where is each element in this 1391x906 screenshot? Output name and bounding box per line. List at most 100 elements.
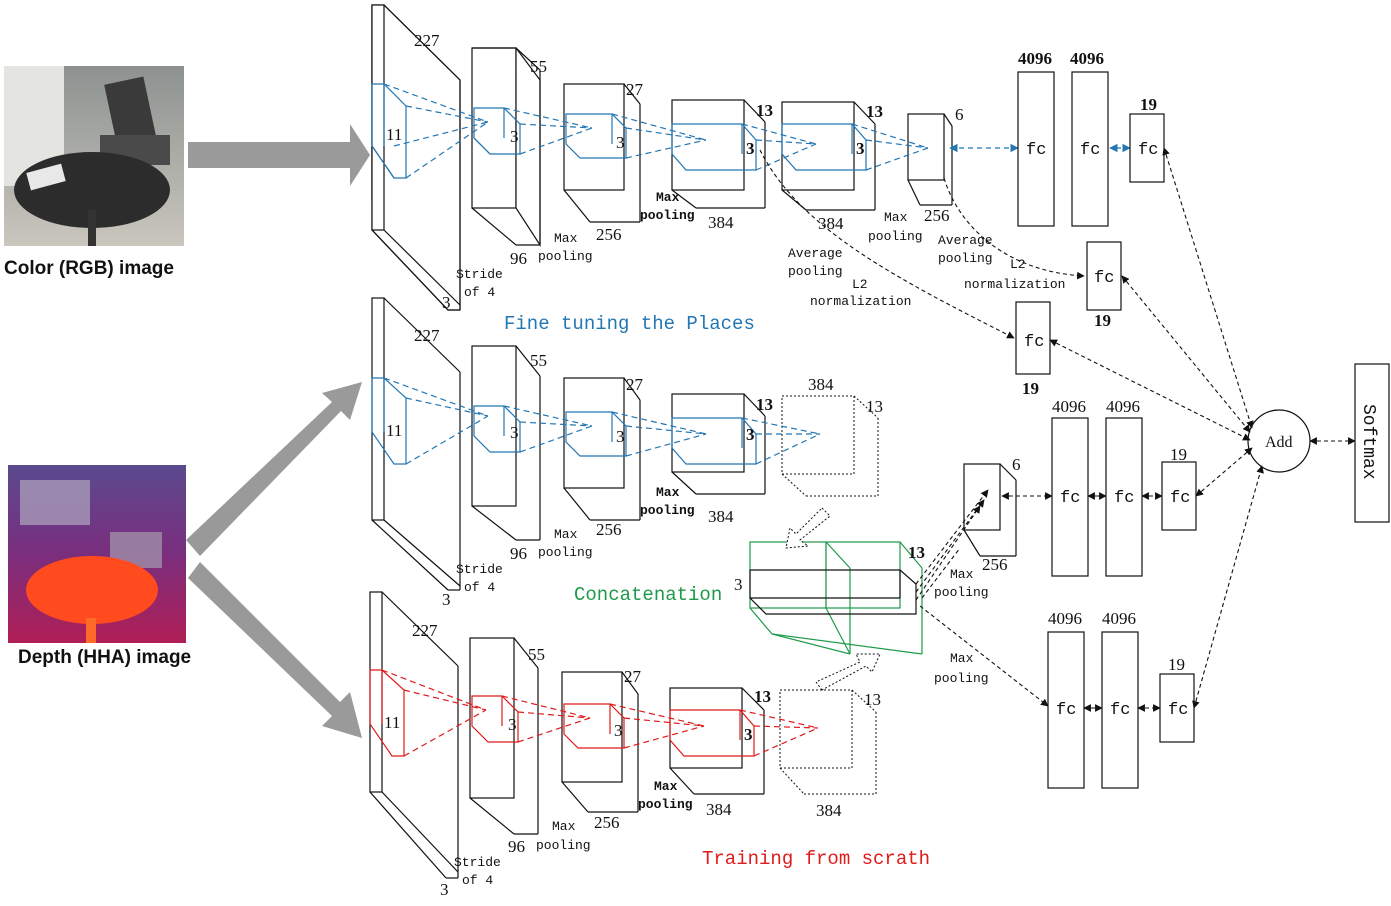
s-fc1: fc	[1056, 701, 1076, 720]
concat-pool-2: pooling	[934, 671, 989, 686]
r2-conv3-ch: 384	[708, 507, 734, 526]
r2-conv3-size: 13	[756, 395, 773, 414]
r1-k3: 3	[616, 133, 625, 152]
s-fc2-units: 4096	[1102, 609, 1136, 628]
concat-max-1: Max	[950, 567, 974, 582]
concat-max-2: Max	[950, 651, 974, 666]
d-pool-size: 6	[1012, 455, 1021, 474]
s-fc1-units: 4096	[1048, 609, 1082, 628]
r3-conv1-ch: 96	[508, 837, 525, 856]
r3-conv2-size: 27	[624, 667, 642, 686]
r3-conv1-size: 55	[528, 645, 545, 664]
r3-conv3-size: 13	[754, 687, 771, 706]
r1-fc2-units: 4096	[1070, 49, 1104, 68]
r1-max-2: Max	[656, 190, 680, 205]
r3-k2: 3	[508, 715, 517, 734]
concat-kernel-label: 3	[734, 575, 743, 594]
r1-fc-avg2: fc	[1094, 269, 1114, 288]
r1-k5: 3	[856, 139, 865, 158]
r2-dotted-size: 13	[866, 397, 883, 416]
r2-k2: 3	[510, 423, 519, 442]
r1-max-1: Max	[554, 231, 578, 246]
r3-input-channels: 3	[440, 880, 449, 899]
r1-conv2-ch: 256	[596, 225, 622, 244]
r1-avgpool-2: pooling	[938, 251, 993, 266]
r1-avg-1: Average	[788, 246, 843, 261]
add-node: Add	[1265, 434, 1293, 451]
r2-conv2-ch: 256	[596, 520, 622, 539]
connector-lines	[759, 147, 1356, 712]
d-fc1-units: 4096	[1052, 397, 1086, 416]
depth-image-label: Depth (HHA) image	[18, 647, 192, 668]
r1-l2-1: L2	[852, 277, 868, 292]
r3-k4: 3	[744, 725, 753, 744]
d-fc3: fc	[1170, 489, 1190, 508]
r3-dotted-size: 13	[864, 690, 881, 709]
row-depth-scratch-dotted	[779, 689, 877, 795]
r2-stride-2: of 4	[464, 580, 495, 595]
concat-pool-1: pooling	[934, 585, 989, 600]
r2-pool-2: pooling	[640, 503, 695, 518]
r3-input-size: 227	[412, 621, 438, 640]
r3-max-2: Max	[654, 779, 678, 794]
r2-input-channels: 3	[442, 590, 451, 609]
row-depth-scratch	[369, 591, 765, 879]
r3-conv3-ch: 384	[706, 800, 732, 819]
concat-kernel	[749, 569, 917, 615]
s-fc3: fc	[1168, 701, 1188, 720]
caption-concat: Concatenation	[574, 584, 722, 606]
r2-k4: 3	[746, 425, 755, 444]
d-fc1: fc	[1060, 489, 1080, 508]
r3-max-1: Max	[552, 819, 576, 834]
r1-input-channels: 3	[442, 293, 451, 312]
row-depth-scratch-kernels	[369, 669, 819, 757]
r1-fc-avg1-classes: 19	[1022, 379, 1039, 398]
r1-fc2: fc	[1080, 141, 1100, 160]
r1-max-3: Max	[884, 210, 908, 225]
r2-kernel1: 11	[386, 421, 402, 440]
concat-size: 13	[908, 543, 925, 562]
r1-conv3-ch: 384	[708, 213, 734, 232]
r3-pool-1: pooling	[536, 838, 591, 853]
row-rgb-kernels	[371, 83, 1131, 179]
r1-fc3-classes: 19	[1140, 95, 1157, 114]
r1-input-size: 227	[414, 31, 440, 50]
r1-kernel1: 11	[386, 125, 402, 144]
r2-input-size: 227	[414, 326, 440, 345]
r2-conv2-size: 27	[626, 375, 644, 394]
r3-k3: 3	[614, 721, 623, 740]
caption-fine-tune: Fine tuning the Places	[504, 313, 755, 335]
r1-pool-3: pooling	[868, 229, 923, 244]
r1-conv1-size: 55	[530, 57, 547, 76]
s-fc2: fc	[1110, 701, 1130, 720]
r3-stride-1: Stride	[454, 855, 501, 870]
d-fc2-units: 4096	[1106, 397, 1140, 416]
r1-fc-avg1: fc	[1024, 333, 1044, 352]
softmax-label: Softmax	[1358, 404, 1378, 480]
d-pool-ch: 256	[982, 555, 1008, 574]
r3-kernel1: 11	[384, 713, 400, 732]
r2-dotted-ch: 384	[808, 375, 834, 394]
s-fc3-classes: 19	[1168, 655, 1185, 674]
r1-norm-2: normalization	[964, 277, 1065, 292]
input-arrows	[186, 124, 370, 738]
rgb-photo	[4, 66, 184, 246]
r1-conv1-ch: 96	[510, 249, 527, 268]
r1-pool-ch: 256	[924, 206, 950, 225]
r1-fc1-units: 4096	[1018, 49, 1052, 68]
r2-max-2: Max	[656, 485, 680, 500]
d-fc3-classes: 19	[1170, 445, 1187, 464]
r1-l2-2: L2	[1010, 257, 1026, 272]
r1-stride-2: of 4	[464, 285, 495, 300]
row-depth-ft-dotted	[781, 395, 879, 497]
r1-k2: 3	[510, 127, 519, 146]
d-fc2: fc	[1114, 489, 1134, 508]
r1-norm-1: normalization	[810, 294, 911, 309]
concat-hollow-arrows	[785, 507, 881, 691]
depth-right	[963, 363, 1390, 789]
depth-photo	[8, 465, 186, 643]
r1-fc1: fc	[1026, 141, 1046, 160]
r1-pool-2: pooling	[640, 208, 695, 223]
caption-scratch: Training from scrath	[702, 848, 930, 870]
